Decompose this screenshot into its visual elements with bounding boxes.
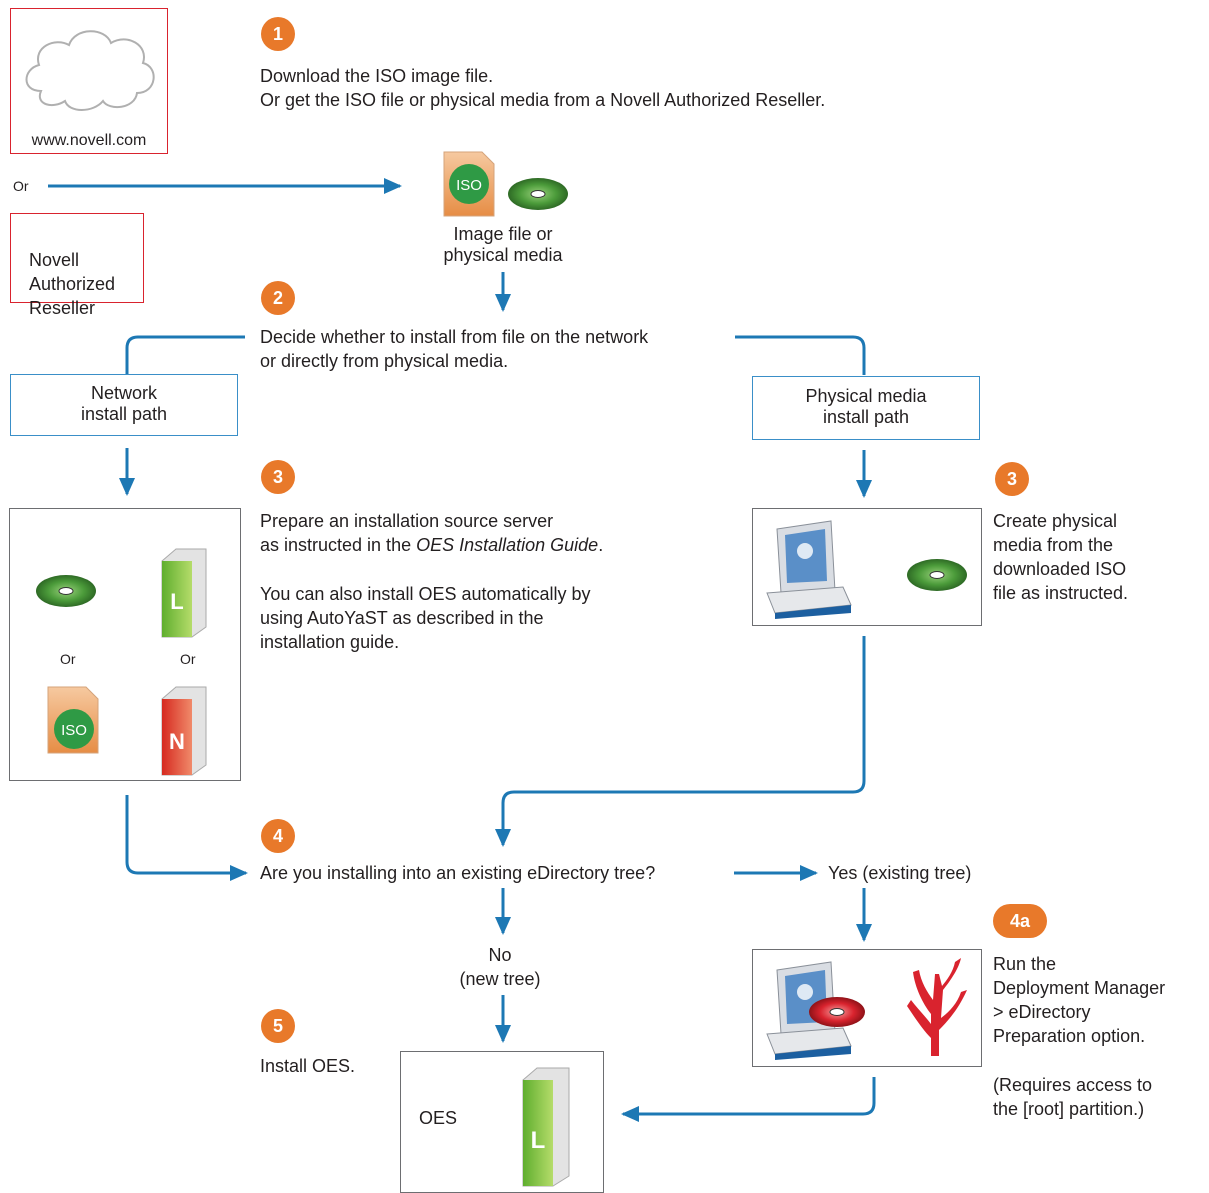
step-5-text: Install OES. [260,1056,356,1076]
step-1-text: Download the ISO image file. Or get the … [260,66,826,110]
guide-title: OES Installation Guide [416,535,599,555]
web-source-label: www.novell.com [31,132,147,149]
physical-path-box: Physical media install path [752,376,980,440]
svg-text:L: L [170,589,183,614]
cloud-icon [25,30,155,111]
step-4a-note: (Requires access to the [root] partition… [993,1075,1153,1119]
arrow-phys-to-q [495,636,866,847]
network-source-box: L ISO N Or Or [9,508,241,781]
step-5-badge: 5 [261,1009,295,1043]
step-4a-text: Run the Deployment Manager > eDirectory … [993,954,1166,1046]
install-oes-box: L OES [400,1051,604,1193]
step-1-badge: 1 [261,17,295,51]
step-3-network-badge: 3 [261,460,295,494]
no-new-tree: No (new tree) [459,945,541,989]
step-3-physical-badge: 3 [995,462,1029,496]
arrow-net-to-q [125,795,248,881]
step-4-question: Are you installing into an existing eDir… [260,863,656,883]
step-3-network-text-2: You can also install OES automatically b… [260,584,591,652]
branch-left [125,335,245,375]
svg-text:ISO: ISO [61,722,87,739]
media-icons: ISO [443,151,568,217]
step-4-badge: 4 [261,819,295,853]
svg-text:N: N [169,729,185,754]
svg-text:L: L [531,1127,546,1154]
media-caption: Image file or physical media [443,224,563,265]
physical-path-label: Physical media install path [805,386,927,427]
branch-right [735,335,866,375]
reseller-label: Novell Authorized Reseller [29,250,116,318]
step-3-physical-text: Create physical media from the downloade… [993,511,1129,603]
network-path-box: Network install path [10,374,238,436]
burn-media-box [752,508,982,626]
oes-label: OES [419,1108,458,1128]
or-label-left: Or [60,651,76,667]
iso-badge-label: ISO [456,177,482,194]
web-source-box: www.novell.com [10,8,168,154]
step-4a-badge: 4a [993,904,1047,938]
or-label-right: Or [180,651,196,667]
yes-existing-tree: Yes (existing tree) [828,863,972,883]
step-2-text: Decide whether to install from file on t… [260,327,649,371]
arrow-prep-to-install [621,1077,876,1122]
step-2-badge: 2 [261,281,295,315]
network-path-label: Network install path [80,383,168,424]
computer-tree-icons [766,958,967,1060]
oes-server-icon: L [522,1067,570,1187]
step-3-network-text: Prepare an installation source server as… [260,511,604,555]
or-label: Or [13,178,29,194]
computer-cd-icons [766,520,967,619]
network-source-icons: L ISO N [36,548,207,776]
edirectory-prep-box [752,949,982,1067]
reseller-box: Novell Authorized Reseller [10,213,144,318]
